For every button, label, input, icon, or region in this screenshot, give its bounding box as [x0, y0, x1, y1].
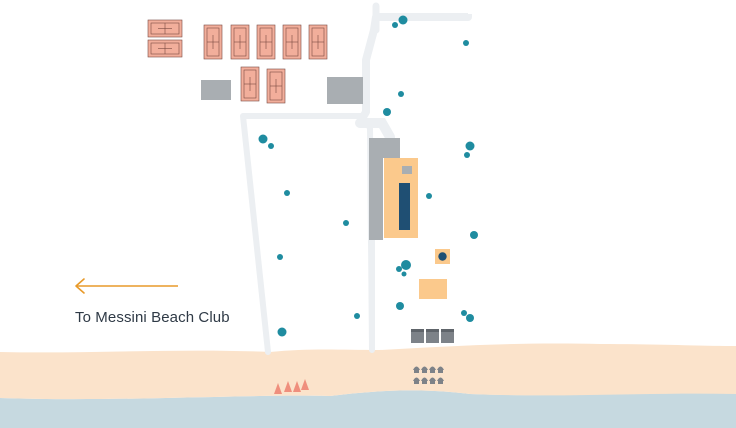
tree-icon — [464, 152, 470, 158]
tree-icon — [383, 108, 391, 116]
tree-icon — [277, 327, 287, 337]
trees — [258, 15, 478, 337]
sailboat-icon — [301, 379, 309, 390]
sailboat-icon — [293, 381, 301, 392]
tennis-court-icon — [266, 68, 286, 104]
sailboats — [274, 379, 309, 394]
sea — [0, 390, 736, 428]
tree-icon — [354, 313, 360, 319]
swimming-pool — [399, 183, 410, 230]
tennis-court-icon — [147, 19, 183, 38]
garden-path-west-connector — [355, 118, 395, 142]
cabana-icon — [411, 329, 424, 343]
tennis-court-icon — [147, 39, 183, 58]
beach-umbrella-icon — [437, 377, 444, 384]
tennis-court-icon — [308, 24, 328, 60]
tree-icon — [398, 15, 408, 25]
tennis-court-icon — [203, 24, 223, 60]
tennis-court-icon — [256, 24, 276, 60]
tennis-court-icon — [230, 24, 250, 60]
beach-umbrella-icon — [413, 366, 420, 373]
beach-umbrella-icon — [421, 366, 428, 373]
beach-umbrella-icon — [421, 377, 428, 384]
sailboat-icon — [284, 381, 292, 392]
tennis-court-icon — [240, 66, 260, 102]
tree-icon — [461, 310, 467, 316]
tennis-court-icon — [282, 24, 302, 60]
arrow-left-icon — [75, 278, 178, 294]
hotel-building-north — [369, 138, 400, 158]
direction-label[interactable]: To Messini Beach Club — [75, 309, 230, 326]
tree-icon — [466, 314, 474, 322]
pool-bar — [402, 166, 412, 174]
beach-sand — [0, 343, 736, 400]
sailboat-icon — [274, 383, 282, 394]
parking-lot-west — [201, 80, 231, 100]
tree-icon — [268, 143, 274, 149]
kids-pool — [438, 252, 447, 261]
beach-umbrella-icon — [429, 377, 436, 384]
tree-icon — [392, 22, 398, 28]
tree-icon — [463, 40, 469, 46]
beach-umbrellas — [413, 366, 444, 384]
tree-icon — [470, 231, 478, 239]
tree-icon — [343, 220, 349, 226]
beach-cabanas — [411, 329, 454, 343]
hotel-building-wing — [369, 158, 383, 240]
cabana-icon — [426, 329, 439, 343]
tree-icon — [398, 91, 404, 97]
tree-icon — [401, 260, 411, 270]
beach-umbrella-icon — [429, 366, 436, 373]
tree-icon — [277, 254, 283, 260]
cabana-icon — [441, 329, 454, 343]
garden-path-west — [240, 113, 375, 355]
tree-icon — [465, 141, 475, 151]
sun-terrace — [419, 279, 447, 299]
tree-icon — [284, 190, 290, 196]
tree-icon — [258, 134, 268, 144]
tennis-courts — [147, 19, 328, 104]
tree-icon — [426, 193, 432, 199]
tree-icon — [401, 271, 407, 277]
parking-lot-east — [327, 77, 363, 104]
beach-umbrella-icon — [413, 377, 420, 384]
tree-icon — [396, 266, 402, 272]
beach-umbrella-icon — [437, 366, 444, 373]
tree-icon — [396, 302, 404, 310]
